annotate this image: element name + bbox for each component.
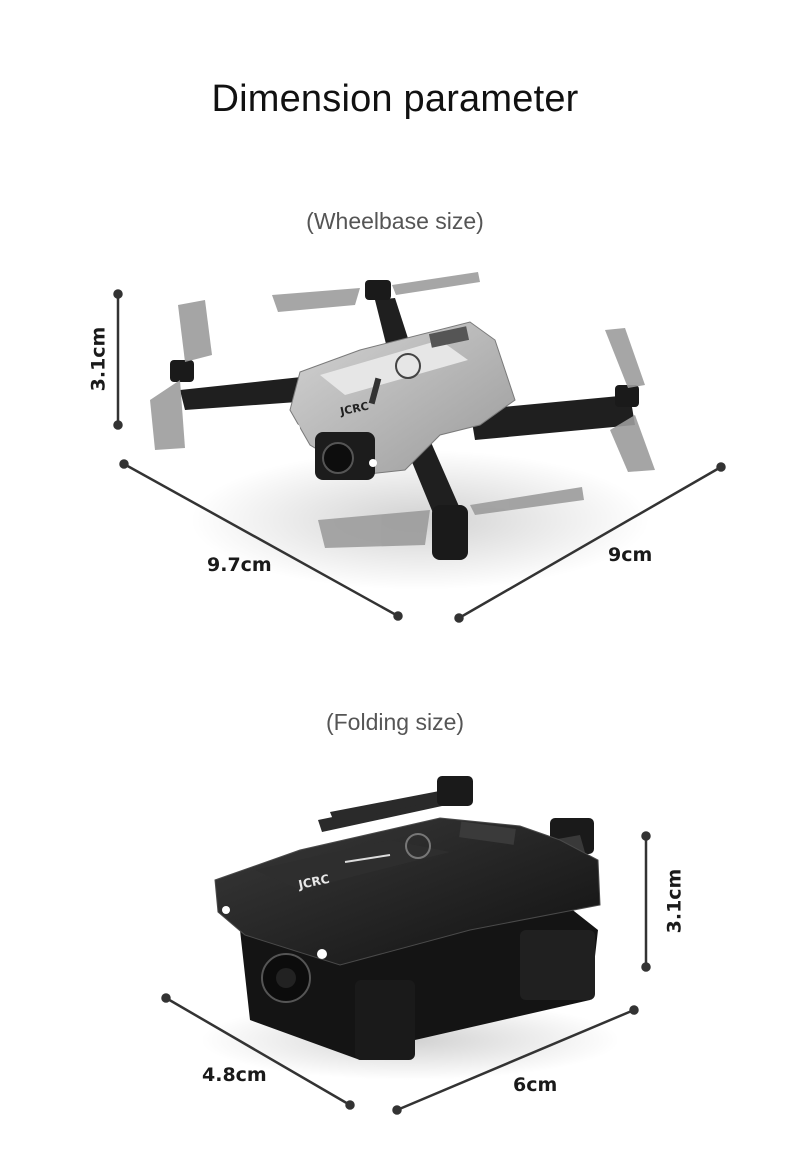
drone-propellers (150, 272, 655, 548)
drone-brand-mark-unfolded: JCRC (338, 399, 370, 418)
drone-folded-body (214, 817, 601, 966)
folding-height-label: 3.1cm (663, 868, 686, 934)
drone-motors (170, 280, 639, 560)
wheelbase-width-label: 9cm (608, 544, 653, 566)
folding-length-label: 4.8cm (202, 1064, 267, 1086)
page-title: Dimension parameter (211, 78, 579, 120)
drone-folded-image: JCRC (200, 776, 620, 1080)
wheelbase-dimension-lines (113, 289, 726, 623)
wheelbase-caption: (Wheelbase size) (306, 208, 484, 234)
wheelbase-height-label: 3.1cm (87, 326, 110, 392)
drone-unfolded-image: JCRC (150, 272, 655, 590)
folding-caption: (Folding size) (325, 709, 465, 735)
folding-dimension-lines (161, 831, 651, 1115)
drone-brand-mark-folded: JCRC (296, 872, 331, 892)
folding-width-label: 6cm (513, 1074, 558, 1096)
wheelbase-length-label: 9.7cm (207, 554, 272, 576)
